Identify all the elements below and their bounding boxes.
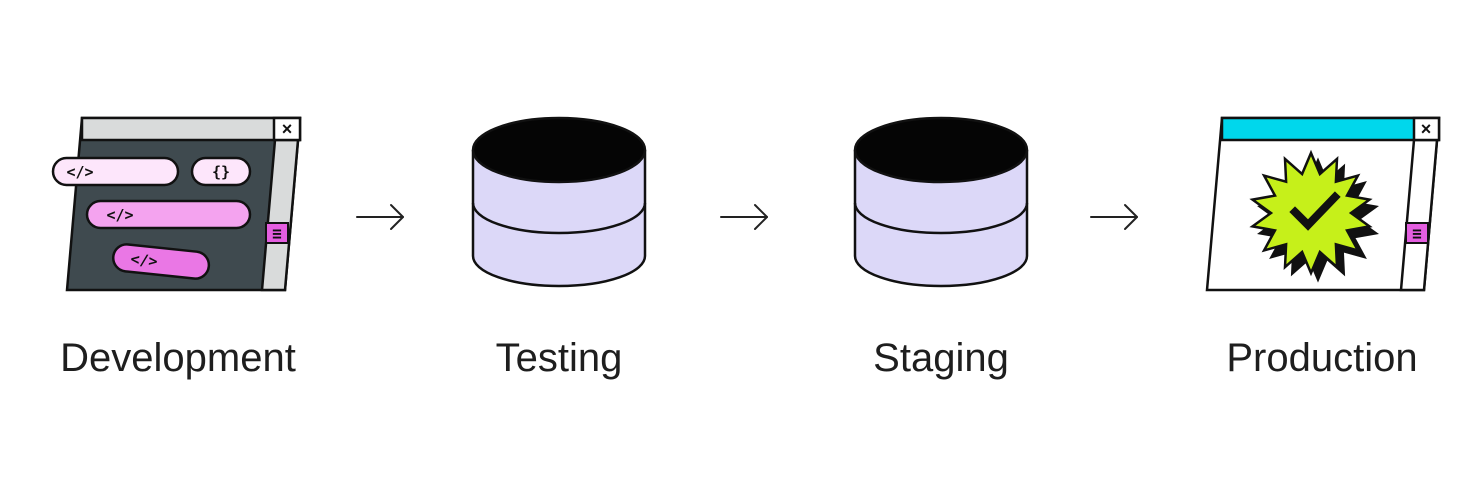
dev-scroll-handle-icon: ≡ [272,224,282,243]
dev-code-pill-1 [51,156,180,187]
dev-code-pill-3 [85,199,252,230]
checkmark-icon [1289,191,1341,231]
dev-window-icon: ≡ × </> {} </> </> [51,116,302,292]
dev-code-pill-1-text: </> [66,163,93,181]
stage-label-production: Production [1226,336,1418,380]
stage-label-development: Development [60,336,296,380]
prod-close-icon: × [1421,119,1432,139]
prod-scroll-handle-icon: ≡ [1412,224,1422,243]
production-window-icon: ≡ × [1205,116,1441,292]
staging-database-icon [853,116,1029,288]
dev-code-pill-3-text: </> [106,206,133,224]
arrow-right-icon [1090,204,1138,230]
dev-code-pill-2-text: {} [212,163,230,181]
arrow-right-icon [720,204,768,230]
dev-code-pill-2 [190,156,252,187]
dev-code-pill-4 [111,243,211,280]
arrow-right-icon [356,204,404,230]
dev-code-pill-4-text: </> [130,250,159,271]
verified-badge-icon [1249,149,1379,283]
dev-close-icon: × [282,119,293,139]
stage-label-staging: Staging [873,336,1009,380]
testing-database-icon [471,116,647,288]
stage-label-testing: Testing [495,336,623,380]
